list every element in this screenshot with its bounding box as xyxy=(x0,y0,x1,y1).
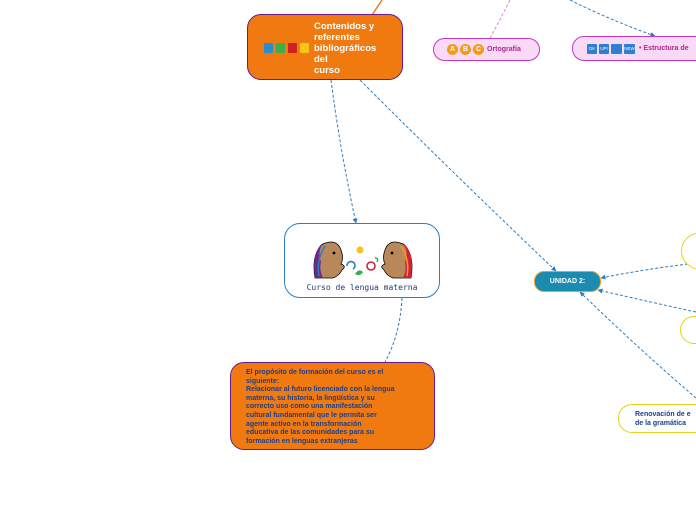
node-proposito-label: El propósito de formación del curso es e… xyxy=(246,369,395,445)
node-ortografia[interactable]: A B C Ortografía xyxy=(433,38,540,61)
connector-to-estructura xyxy=(569,0,656,37)
node-renovacion[interactable]: Renovación de e de la gramática xyxy=(618,404,696,433)
connector-unidad2-circle2 xyxy=(597,288,696,313)
two-faces-illustration-icon xyxy=(313,241,413,279)
connector-contenidos-curso xyxy=(327,75,358,224)
keyboard-keys-icon: OK UP! NEW xyxy=(587,44,635,54)
letter-b: B xyxy=(460,44,471,55)
key-ok: OK xyxy=(587,44,597,54)
connector-to-ortografia xyxy=(489,0,511,39)
connector-top-stub xyxy=(371,0,383,16)
letter-c: C xyxy=(473,44,484,55)
node-renovacion-label: Renovación de e de la gramática xyxy=(635,411,691,427)
key-new: NEW xyxy=(624,44,635,54)
node-curso[interactable]: Curso de lengua materna xyxy=(284,223,440,298)
abc-blocks-icon: A B C xyxy=(447,44,484,55)
key-up: UP! xyxy=(599,44,609,54)
connector-contenidos-unidad2 xyxy=(355,75,557,272)
node-estructura[interactable]: OK UP! NEW • Estructura de xyxy=(572,36,696,61)
node-unidad-2[interactable]: UNIDAD 2: xyxy=(534,271,601,292)
node-ortografia-label: Ortografía xyxy=(487,46,521,53)
node-contenidos[interactable]: Contenidos y referentes bibliográficos d… xyxy=(247,14,403,80)
node-contenidos-label: Contenidos y referentes bibliográficos d… xyxy=(314,21,377,76)
connector-unidad2-renovacion xyxy=(579,291,696,399)
connector-curso-proposito xyxy=(384,297,403,363)
books-icon xyxy=(264,43,309,53)
node-estructura-label: • Estructura de xyxy=(639,45,689,52)
letter-a: A xyxy=(447,44,458,55)
key-blank xyxy=(611,44,622,54)
connector-unidad2-circle1 xyxy=(600,263,689,280)
node-proposito[interactable]: El propósito de formación del curso es e… xyxy=(230,362,435,450)
node-unidad-2-label: UNIDAD 2: xyxy=(549,278,586,285)
node-curso-label: Curso de lengua materna xyxy=(306,283,418,292)
